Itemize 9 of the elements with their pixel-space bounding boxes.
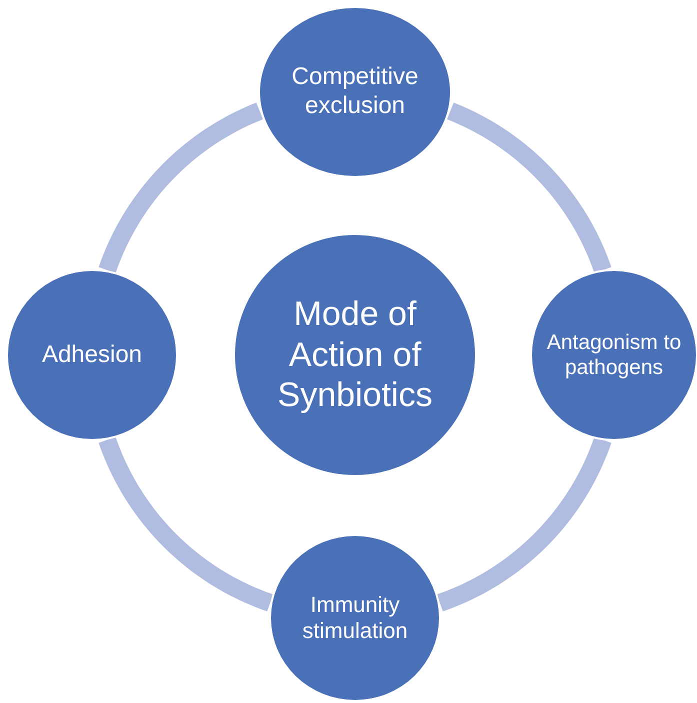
ring-connector xyxy=(446,102,612,274)
node-label: Immunity stimulation xyxy=(301,592,409,644)
node-label: Antagonism to pathogens xyxy=(546,330,682,380)
ring-connector xyxy=(436,436,612,612)
ring-connector xyxy=(98,102,264,274)
node-label: Competitive exclusion xyxy=(290,63,420,121)
ring-connector xyxy=(98,436,274,612)
node-label: Adhesion xyxy=(40,340,144,370)
node-label: Mode of Action of Synbiotics xyxy=(276,294,434,416)
